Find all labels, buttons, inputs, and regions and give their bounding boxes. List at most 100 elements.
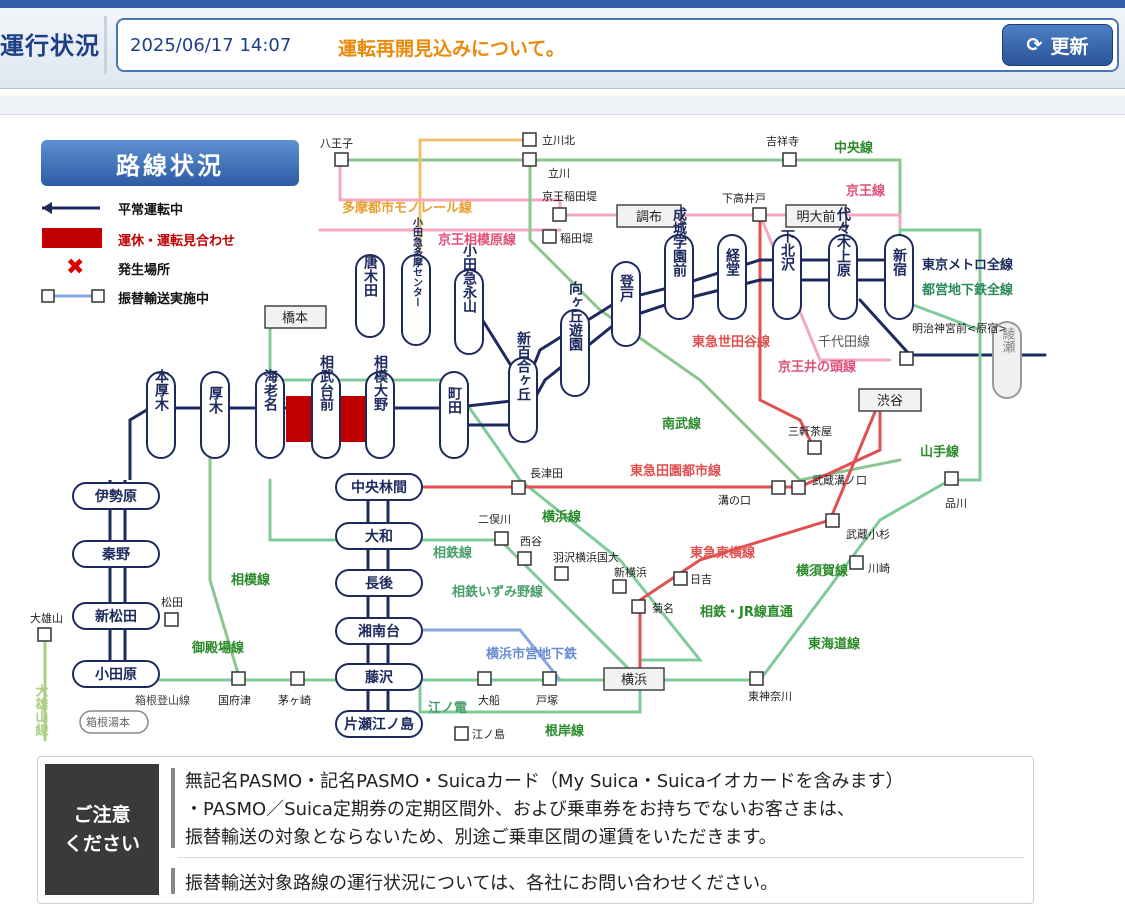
st-tachikawa: 立川 xyxy=(548,166,570,180)
lbl-yokohama: 横浜線 xyxy=(542,509,582,525)
st-shimokitazawa: 下北沢 xyxy=(779,229,795,272)
status-box: 2025/06/17 14:07 運転再開見込みについて。 ⟳ 更新 xyxy=(116,18,1119,72)
st-chofu: 調布 xyxy=(636,210,662,225)
st-ebina: 海老名 xyxy=(262,368,278,412)
st-hadano: 秦野 xyxy=(101,546,130,563)
line-odakyu-west xyxy=(108,480,127,680)
status-message-link[interactable]: 運転再開見込みについて。 xyxy=(338,38,565,60)
st-ayase: 綾瀬 xyxy=(1000,326,1016,353)
header-accent xyxy=(0,0,1125,8)
lbl-chiyoda: 千代田線 xyxy=(818,334,870,350)
refresh-label: 更新 xyxy=(1050,35,1089,58)
svg-text:✖: ✖ xyxy=(66,255,84,280)
st-futamatagawa: 二俣川 xyxy=(478,512,511,526)
lbl-tama-monorail: 多摩都市モノレール線 xyxy=(342,200,473,216)
line-setagaya xyxy=(758,213,817,452)
st-odawara: 小田原 xyxy=(95,667,137,683)
st-sangenjaya: 三軒茶屋 xyxy=(788,425,832,438)
st-totsuka: 戸塚 xyxy=(536,694,558,707)
st-mukogaoka: 向ヶ丘遊園 xyxy=(567,280,583,352)
st-yokohama: 横浜 xyxy=(621,673,647,688)
st-nagatsuta: 長津田 xyxy=(530,467,563,480)
line-denentoshi xyxy=(378,398,882,489)
st-kikuna: 菊名 xyxy=(652,601,674,615)
st-odakyutama: 小田急多摩センター xyxy=(411,216,424,307)
st-seijo: 成城学園前 xyxy=(671,206,687,278)
st-shinagawa: 品川 xyxy=(945,497,967,510)
notice-line-3: 振替輸送の対象とならないため、別途ご乗車区間の運賃をいただきます。 xyxy=(185,827,777,848)
page-title: 運行状況 xyxy=(0,32,100,60)
sub-strip xyxy=(0,96,1125,115)
lbl-yamanote: 山手線 xyxy=(920,444,960,460)
line-negishi xyxy=(418,678,642,714)
suspended-segment-1 xyxy=(286,396,312,442)
st-shibuya: 渋谷 xyxy=(877,394,903,409)
legend-marks: ✖ xyxy=(41,202,105,303)
st-matsuda: 松田 xyxy=(161,595,183,609)
line-nambu xyxy=(528,158,902,482)
lbl-yokosuka: 横須賀線 xyxy=(796,563,849,579)
suspended-segment-2 xyxy=(341,396,367,442)
st-meidaimae: 明大前 xyxy=(796,209,835,225)
notice-line-4: 振替輸送対象路線の運行状況については、各社にお問い合わせください。 xyxy=(185,873,779,894)
st-meijijingumae: 明治神宮前<原宿> xyxy=(912,321,1007,335)
lbl-daiyuzan: 大雄山線 xyxy=(33,683,50,737)
notice-badge: ご注意 ください xyxy=(45,764,159,895)
st-isehara: 伊勢原 xyxy=(94,488,137,505)
lbl-izumino: 相鉄いずみ野線 xyxy=(452,584,544,600)
st-tachikawakita: 立川北 xyxy=(542,133,575,147)
lbl-toei: 都営地下鉄全線 xyxy=(921,282,1014,298)
st-enoshima: 江ノ島 xyxy=(472,727,505,741)
notice-bar xyxy=(171,768,175,848)
st-hazawa: 羽沢横浜国大 xyxy=(553,550,619,564)
st-shonandai: 湘南台 xyxy=(358,623,400,640)
notice-line-1: 無記名PASMO・記名PASMO・Suicaカード（My Suica・Suica… xyxy=(185,771,904,792)
lbl-toyoko: 東急東横線 xyxy=(690,545,756,561)
lbl-sagami: 相模線 xyxy=(231,572,271,588)
st-hakoneyumoto: 箱根湯本 xyxy=(86,715,130,729)
st-mizonokuchi: 溝の口 xyxy=(718,494,751,507)
lbl-blue: 横浜市営地下鉄 xyxy=(486,646,577,662)
notice-divider xyxy=(178,857,1024,858)
lbl-chuo: 中央線 xyxy=(834,140,874,156)
st-higashikanagawa: 東神奈川 xyxy=(748,689,792,703)
st-musashikosugi: 武蔵小杉 xyxy=(846,527,890,541)
refresh-button[interactable]: ⟳ 更新 xyxy=(1002,24,1113,66)
lbl-nambu: 南武線 xyxy=(662,416,702,432)
lbl-sotetsu-jr: 相鉄・JR線直通 xyxy=(700,604,793,620)
line-blue xyxy=(418,628,562,682)
route-map: ✖ xyxy=(30,132,1047,742)
st-musashimizonokuchi: 武蔵溝ノ口 xyxy=(812,474,867,487)
st-chigasaki: 茅ヶ崎 xyxy=(278,693,311,707)
lbl-setagaya: 東急世田谷線 xyxy=(692,334,771,350)
st-shinyokohama: 新横浜 xyxy=(614,565,647,579)
lbl-keio-sagamihara: 京王相模原線 xyxy=(438,232,517,248)
refresh-icon: ⟳ xyxy=(1026,34,1043,56)
status-datetime: 2025/06/17 14:07 xyxy=(130,35,292,56)
line-toyoko xyxy=(638,398,882,682)
line-tama-monorail xyxy=(418,138,532,262)
lbl-sotetsu: 相鉄線 xyxy=(433,545,473,561)
st-hiyoshi: 日吉 xyxy=(690,573,712,586)
title-divider xyxy=(104,16,107,74)
st-machida: 町田 xyxy=(446,386,462,415)
header-bar: 運行状況 2025/06/17 14:07 運転再開見込みについて。 ⟳ 更新 xyxy=(0,0,1125,89)
st-noborito: 登戸 xyxy=(618,273,635,303)
lbl-negishi: 根岸線 xyxy=(545,723,585,739)
lbl-keio: 京王線 xyxy=(846,183,886,199)
st-sagamiono: 相模大野 xyxy=(372,354,388,412)
lbl-inokashira: 京王井の頭線 xyxy=(778,359,857,375)
st-atsugi: 厚木 xyxy=(207,386,224,415)
st-kyodo: 経堂 xyxy=(724,247,740,276)
notice-line-2: ・PASMO／Suica定期券の定期区間外、および乗車券をお持ちでないお客さまは… xyxy=(185,799,855,820)
legend-title: 路線状況 xyxy=(41,140,299,186)
st-daiyuzan: 大雄山 xyxy=(30,611,63,625)
st-kawasaki: 川崎 xyxy=(868,561,890,575)
lbl-tokaido: 東海道線 xyxy=(808,636,861,652)
st-karakida: 唐木田 xyxy=(362,254,379,298)
st-keioinadazutsumi: 京王稲田堤 xyxy=(542,189,597,203)
notice-badge-line2: ください xyxy=(63,832,140,855)
st-odakyunagayama: 小田急永山 xyxy=(461,243,478,314)
station-squares xyxy=(37,132,959,741)
legend-suspended: 運休・運転見合わせ xyxy=(118,234,236,249)
